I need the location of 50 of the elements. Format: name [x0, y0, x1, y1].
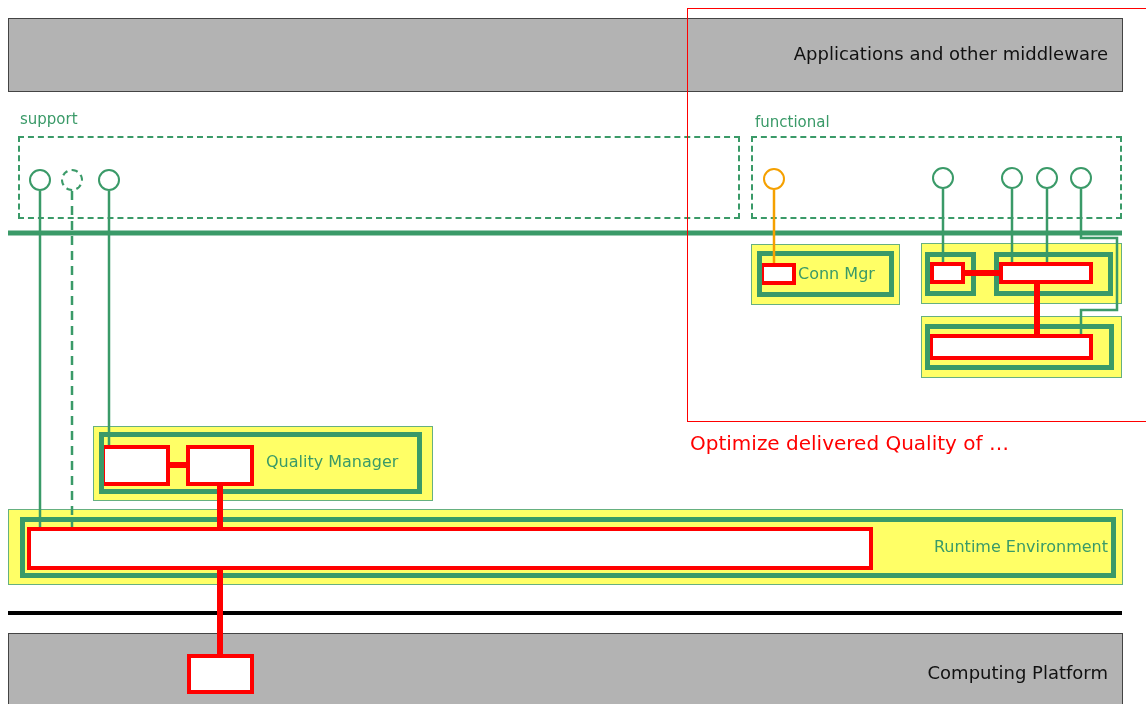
- connector-line: [38, 191, 42, 527]
- component-box: [921, 316, 1122, 378]
- interface-circle: [1036, 167, 1058, 189]
- connector-line: [941, 189, 945, 262]
- component-frame: [925, 324, 1114, 370]
- slot-box: [930, 262, 965, 284]
- slot-box: [762, 263, 796, 285]
- component-frame: [99, 432, 422, 494]
- group-label: support: [20, 110, 78, 128]
- connector-line: [217, 486, 223, 527]
- connector-line: [965, 270, 999, 276]
- component-label: Quality Manager: [266, 452, 399, 471]
- component-label: Applications and other middleware: [793, 43, 1108, 64]
- slot-box: [186, 445, 254, 486]
- connector-line: [1079, 189, 1119, 334]
- connector-line: [772, 190, 776, 263]
- component-label: Runtime Environment: [933, 537, 1108, 556]
- component-box: [751, 244, 900, 305]
- component-box: [921, 243, 1122, 304]
- connector-line: [107, 191, 111, 445]
- connector-line: [217, 570, 223, 654]
- layer-band: [8, 633, 1123, 704]
- slot-box: [999, 262, 1093, 284]
- connector-line: [1045, 189, 1049, 262]
- interface-circle: [1070, 167, 1092, 189]
- component-frame: [925, 252, 976, 296]
- component-frame: [757, 251, 894, 297]
- component-box: [8, 509, 1123, 585]
- component-label: Conn Mgr: [798, 264, 875, 283]
- slot-box: [930, 334, 1093, 360]
- connector-line: [1010, 189, 1014, 262]
- interface-circle: [98, 169, 120, 191]
- slot-box: [27, 527, 873, 570]
- component-frame: [20, 517, 1116, 578]
- component-label: Computing Platform: [927, 662, 1108, 683]
- group-label: functional: [755, 113, 830, 131]
- interface-circle: [763, 168, 785, 190]
- interface-circle: [29, 169, 51, 191]
- interface-circle: [1001, 167, 1023, 189]
- slot-box: [104, 445, 170, 486]
- connector-line: [70, 191, 74, 527]
- connector-line: [1034, 284, 1040, 334]
- component-frame: [994, 252, 1113, 296]
- slot-box: [187, 654, 254, 694]
- component-box: [93, 426, 433, 501]
- interface-circle: [932, 167, 954, 189]
- connector-line: [170, 462, 186, 468]
- region-caption: Optimize delivered Quality of …: [690, 431, 1009, 455]
- interface-circle: [61, 169, 83, 191]
- layer-band: [8, 18, 1123, 92]
